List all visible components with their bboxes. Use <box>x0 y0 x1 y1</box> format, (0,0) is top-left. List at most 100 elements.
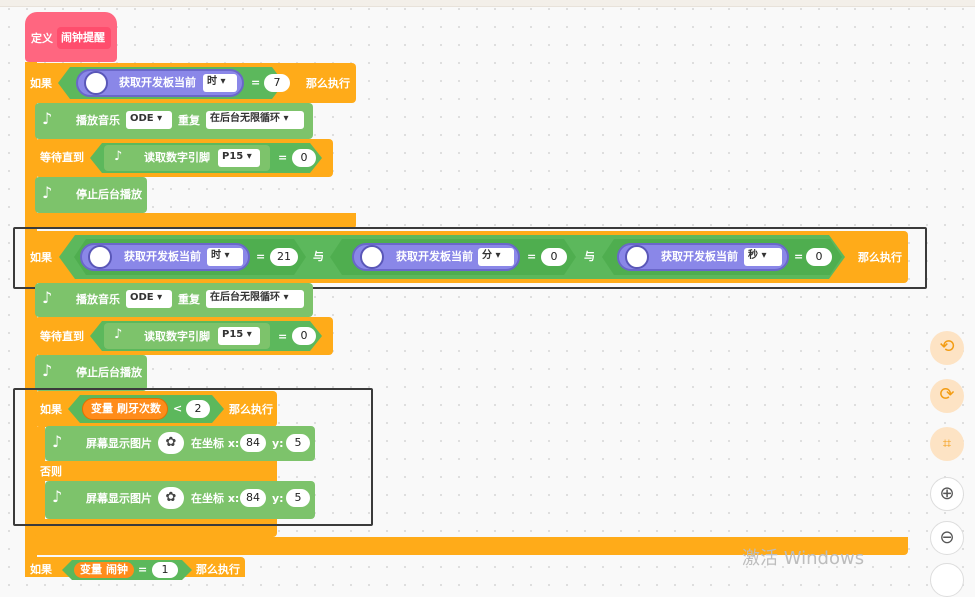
var-name: 刷牙次数 <box>117 402 161 415</box>
unit-value-1: 时 <box>207 76 217 87</box>
define-name: 闹钟提醒 <box>61 31 105 44</box>
define-name-slot[interactable] <box>57 27 111 49</box>
read-label-2: 读取数字引脚 <box>144 330 210 343</box>
y-input-1[interactable]: 5 <box>286 434 310 452</box>
redo-icon[interactable]: ⟳ <box>930 379 964 413</box>
if-label-4: 如果 <box>30 563 52 576</box>
else-label: 否则 <box>40 465 62 478</box>
y-input-2[interactable]: 5 <box>286 489 310 507</box>
show-label-2: 屏幕显示图片 <box>86 492 152 505</box>
if-else-spine <box>35 427 45 537</box>
sensor-label-1: 获取开发板当前 <box>119 76 196 89</box>
value-input-1[interactable]: 7 <box>264 74 290 92</box>
if-else-mid <box>35 461 277 481</box>
at-label-1: 在坐标 x: <box>191 437 240 450</box>
read-icon: ♪ <box>114 327 123 342</box>
unit-value-2c: 秒 <box>748 250 758 261</box>
repeat-label: 重复 <box>178 114 200 127</box>
x-input-1[interactable]: 84 <box>240 434 266 452</box>
sensor-label-2c: 获取开发板当前 <box>661 250 738 263</box>
clock-icon <box>88 245 112 269</box>
stop-label-2: 停止后台播放 <box>76 366 142 379</box>
value-input-3[interactable]: 2 <box>186 400 210 418</box>
op-2c: = <box>794 250 804 263</box>
op-3: < <box>173 402 183 415</box>
undo-icon[interactable]: ⟲ <box>930 331 964 365</box>
sensor-label-2a: 获取开发板当前 <box>124 250 201 263</box>
wait-op: = <box>278 151 288 164</box>
zoom-in-icon[interactable]: ⊕ <box>930 477 964 511</box>
then-label-3: 那么执行 <box>229 403 273 416</box>
zoom-out-icon[interactable]: ⊖ <box>930 521 964 555</box>
highlight-frame-1 <box>13 227 927 289</box>
if-label-3: 如果 <box>40 403 62 416</box>
unit-dropdown-2a[interactable]: 时 ▾ <box>207 248 243 266</box>
unit-dropdown-1[interactable]: 时 ▾ <box>203 74 237 92</box>
main-spine <box>25 62 37 571</box>
op-2a: = <box>256 250 266 263</box>
var-label-4: 变量 <box>80 563 102 576</box>
value-input-2a[interactable]: 21 <box>270 248 298 266</box>
reset-zoom-icon[interactable] <box>930 563 964 597</box>
op-1: = <box>251 76 261 89</box>
wait-label: 等待直到 <box>40 151 84 164</box>
op-2b: = <box>527 250 537 263</box>
clock-icon <box>84 71 108 95</box>
pin-dropdown[interactable]: P15 ▾ <box>218 149 260 167</box>
top-border <box>0 0 975 7</box>
unit-value-2a: 时 <box>211 250 221 261</box>
song-dropdown-2[interactable]: ODE ▾ <box>126 290 172 308</box>
stop-icon: ♪ <box>42 183 53 202</box>
mode-dropdown-2[interactable]: 在后台无限循环 ▾ <box>206 290 304 308</box>
clock-icon <box>360 245 384 269</box>
screen-icon: ♪ <box>52 432 63 451</box>
then-label-2: 那么执行 <box>858 251 902 264</box>
highlight-frame-2 <box>13 388 373 526</box>
unit-value-2b: 分 <box>482 250 492 261</box>
wait-value[interactable]: 0 <box>292 149 316 167</box>
unit-dropdown-2b[interactable]: 分 ▾ <box>478 248 514 266</box>
value-input-2b[interactable]: 0 <box>541 248 567 266</box>
unit-dropdown-2c[interactable]: 秒 ▾ <box>744 248 782 266</box>
var-label: 变量 <box>91 402 113 415</box>
stop-label: 停止后台播放 <box>76 188 142 201</box>
activation-watermark: 激活 Windows <box>742 548 865 569</box>
wait-value-2[interactable]: 0 <box>292 327 316 345</box>
stop-play-block[interactable] <box>35 177 147 213</box>
repeat-label-2: 重复 <box>178 293 200 306</box>
value-input-2c[interactable]: 0 <box>806 248 832 266</box>
sensor-label-2b: 获取开发板当前 <box>396 250 473 263</box>
pin-value-2: P15 <box>222 329 244 340</box>
stop-play-block-2[interactable] <box>35 355 147 391</box>
mode-dropdown[interactable]: 在后台无限循环 ▾ <box>206 111 304 129</box>
stop-icon: ♪ <box>42 361 53 380</box>
if-label-2: 如果 <box>30 251 52 264</box>
pin-dropdown-2[interactable]: P15 ▾ <box>218 327 260 345</box>
song-value: ODE <box>130 113 154 124</box>
mode-value-2: 在后台无限循环 <box>210 292 280 303</box>
read-label: 读取数字引脚 <box>144 151 210 164</box>
show-label-1: 屏幕显示图片 <box>86 437 152 450</box>
then-label-4: 那么执行 <box>196 563 240 576</box>
image-picker-1[interactable]: ✿ <box>158 432 184 454</box>
op-4: = <box>138 563 148 576</box>
x-input-2[interactable]: 84 <box>240 489 266 507</box>
mode-value: 在后台无限循环 <box>210 113 280 124</box>
screen-icon: ♪ <box>52 487 63 506</box>
then-label-1: 那么执行 <box>306 77 350 90</box>
at-label-2: 在坐标 x: <box>191 492 240 505</box>
song-dropdown[interactable]: ODE ▾ <box>126 111 172 129</box>
pin-value: P15 <box>222 151 244 162</box>
if-else-end <box>35 519 277 537</box>
y-label-2: y: <box>272 492 284 505</box>
value-input-4[interactable]: 1 <box>152 562 178 578</box>
if-block-2-end <box>25 537 908 555</box>
y-label-1: y: <box>272 437 284 450</box>
variable-block[interactable] <box>82 398 168 420</box>
define-keyword: 定义 <box>31 32 53 45</box>
image-picker-2[interactable]: ✿ <box>158 487 184 509</box>
and-label-2: 与 <box>584 250 595 263</box>
if-label-1: 如果 <box>30 77 52 90</box>
read-icon: ♪ <box>114 149 123 164</box>
crop-icon[interactable]: ⌗ <box>930 427 964 461</box>
